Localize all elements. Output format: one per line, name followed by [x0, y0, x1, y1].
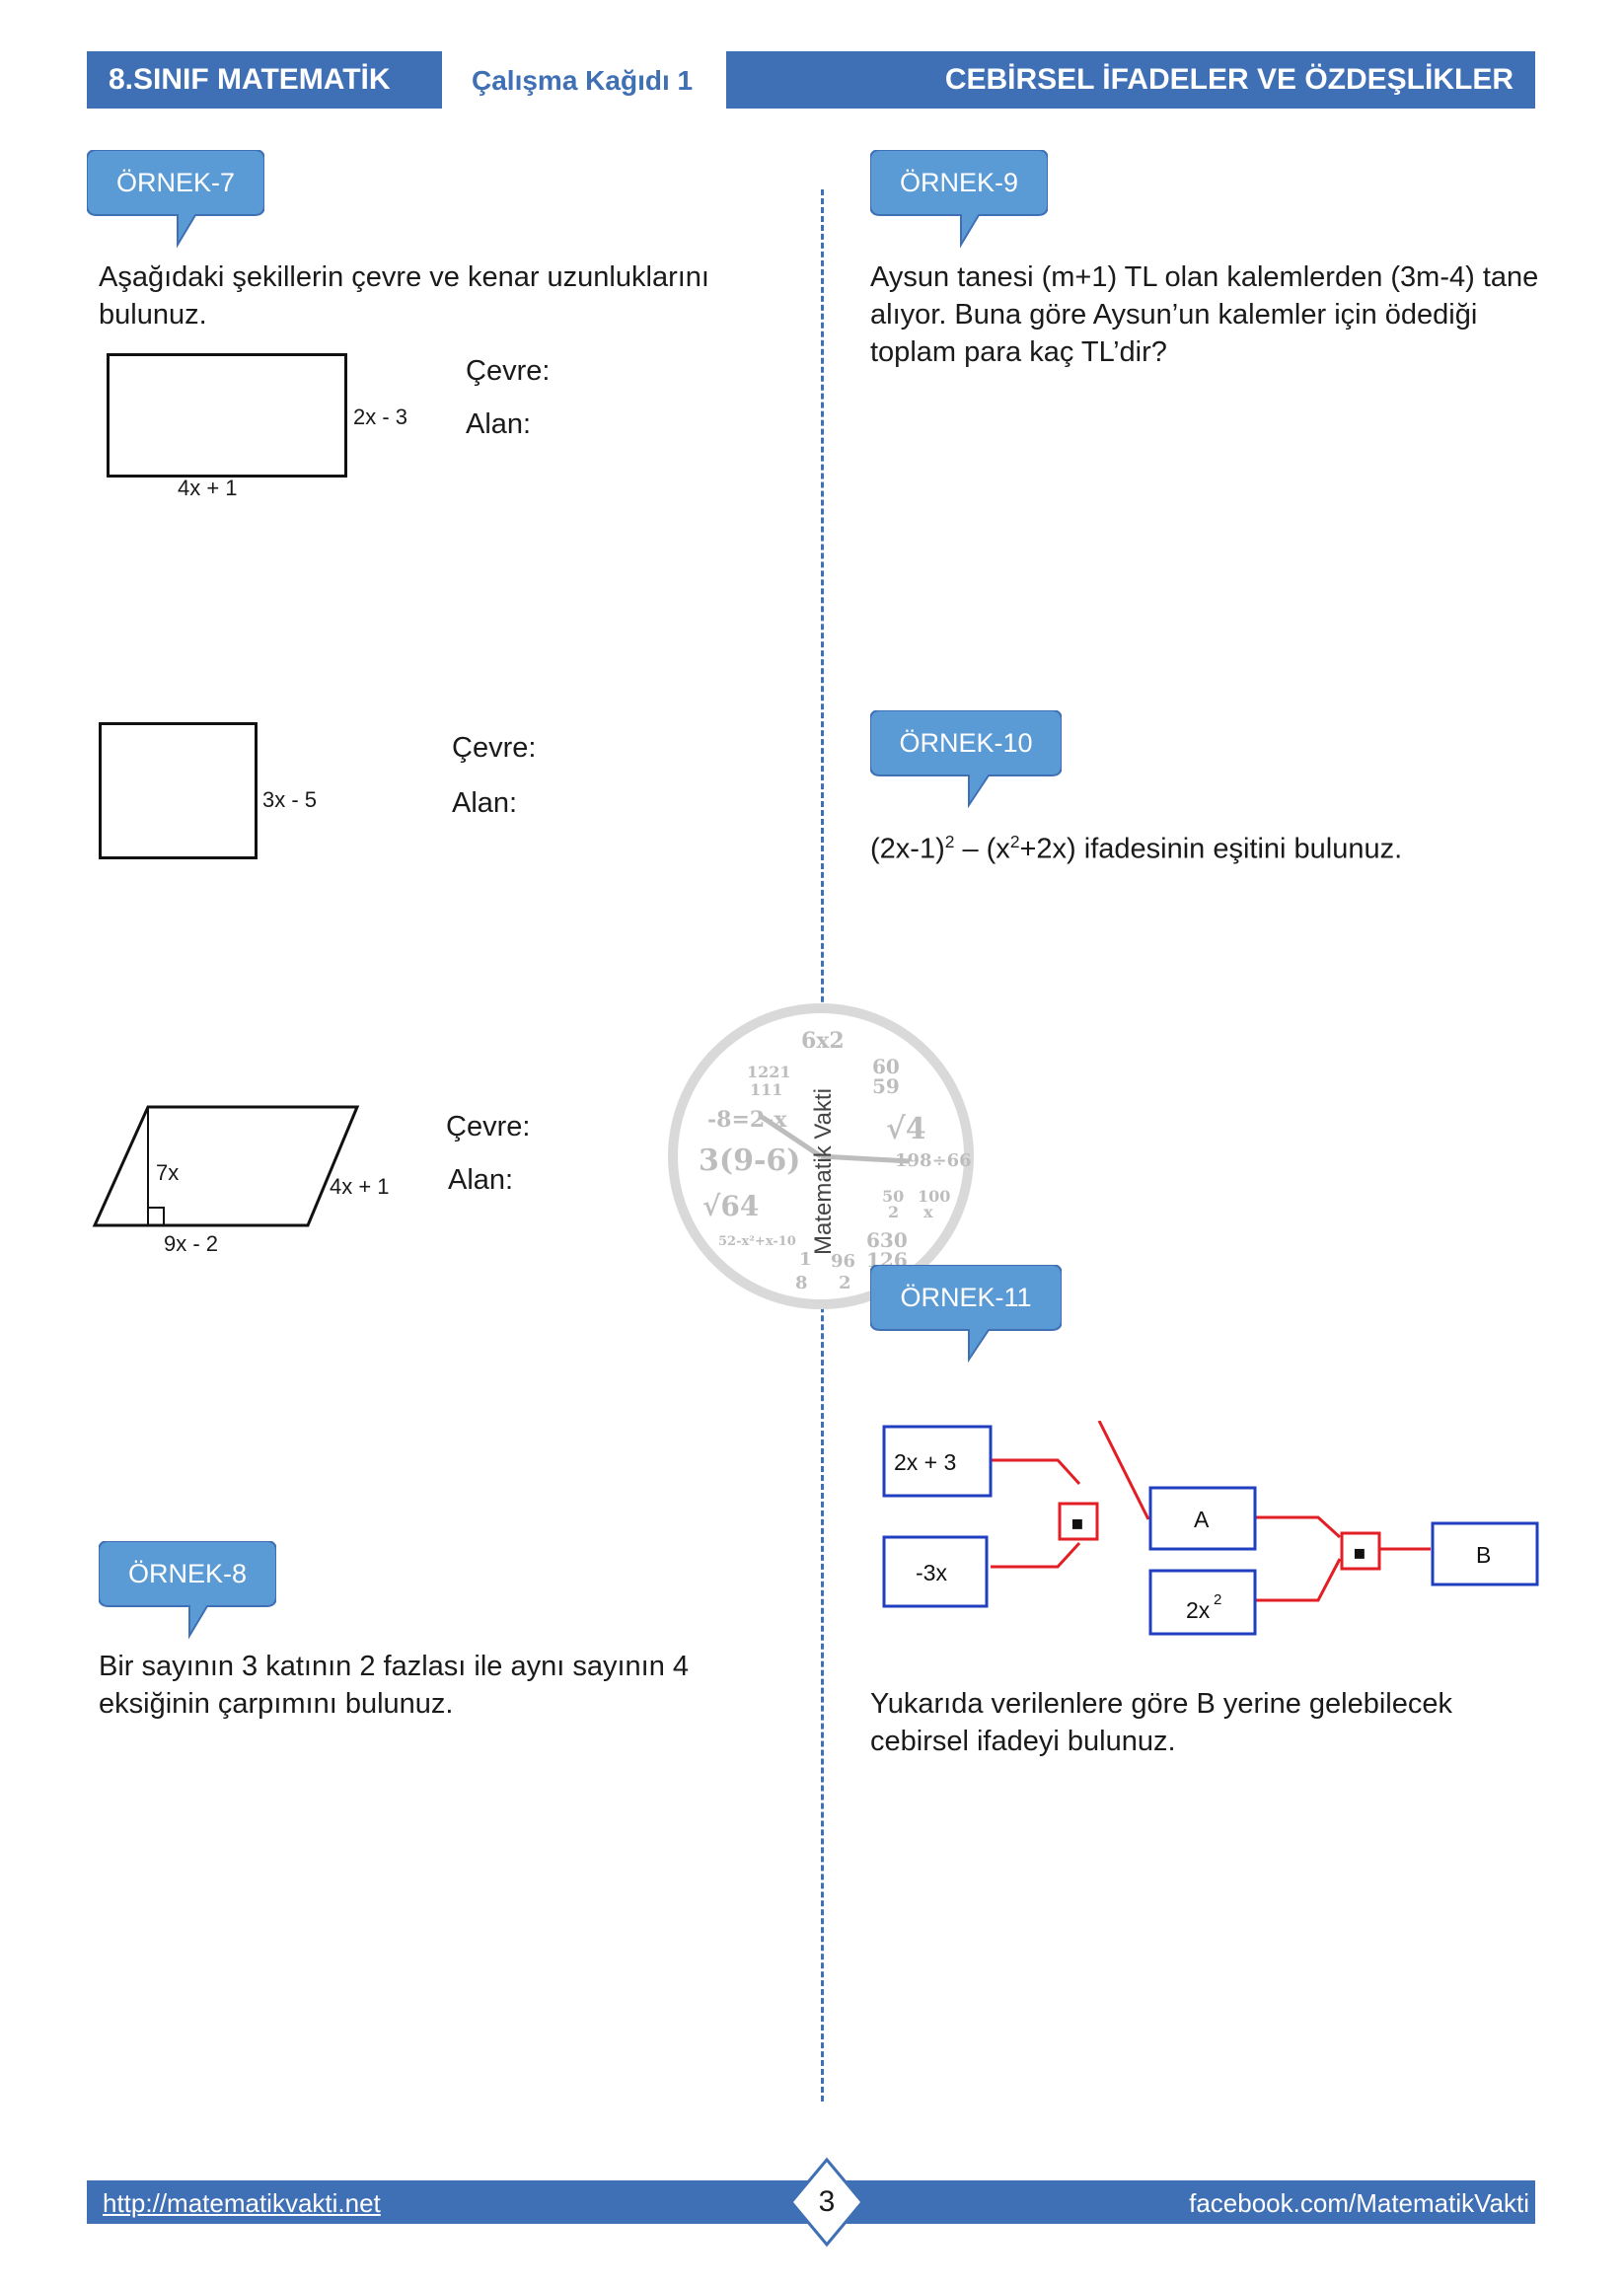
example-8-question: Bir sayının 3 katının 2 fazlası ile aynı…: [99, 1651, 690, 1720]
watermark-logo: 6x2 1221 111 60 59 -8=2-x √4 3(9-6) 198÷…: [668, 1003, 974, 1309]
wm-2: 1221: [747, 1063, 791, 1081]
wm-4: 60: [872, 1055, 900, 1078]
expr-box-minus-3x: [882, 1535, 989, 1608]
square-area-label: Alan:: [452, 787, 518, 819]
parallelogram-side-label: 4x + 1: [330, 1174, 390, 1199]
diagram-connectors: [991, 1421, 1431, 1602]
example-8-badge: ÖRNEK-8: [99, 1541, 276, 1640]
example-9-badge: ÖRNEK-9: [870, 150, 1048, 249]
multiply-op-box-1: [1058, 1502, 1099, 1541]
parallelogram-shape: [92, 1105, 360, 1227]
parallelogram-area-label: Alan:: [448, 1164, 514, 1196]
rectangle-width-label: 4x + 1: [178, 476, 238, 500]
square-side-label: 3x - 5: [262, 787, 318, 812]
expr-box-A: [1148, 1486, 1257, 1551]
wm-9: 198÷66: [895, 1150, 972, 1171]
example-9-question: Aysun tanesi (m+1) TL olan kalemlerden (…: [870, 261, 1539, 368]
parallelogram-perimeter-label: Çevre:: [446, 1111, 531, 1142]
footer-facebook-link[interactable]: facebook.com/MatematikVakti: [1189, 2188, 1529, 2218]
wm-15: 52-x²+x-10: [718, 1234, 796, 1249]
box-minus-3x-text: -3x: [916, 1560, 947, 1585]
ex10-part2: – (x: [954, 833, 1010, 865]
example-9-title: ÖRNEK-9: [899, 168, 1019, 197]
ex10-part3: +2x) ifadesinin eşitini bulunuz.: [1019, 833, 1403, 865]
page-number-diamond: [789, 2157, 864, 2248]
box-A-text: A: [1194, 1507, 1210, 1532]
speech-bubble-icon: [87, 150, 264, 249]
ex10-part1: (2x-1): [870, 833, 945, 865]
rectangle-shape: [107, 353, 347, 478]
rectangle-height-label: 2x - 3: [353, 405, 408, 429]
example-7-title: ÖRNEK-7: [115, 168, 236, 197]
wm-16: 1: [799, 1249, 812, 1270]
example-7-badge: ÖRNEK-7: [87, 150, 264, 249]
footer-website-link[interactable]: http://matematikvakti.net: [103, 2188, 381, 2218]
wm-3: 111: [750, 1080, 782, 1099]
box-2x-text: 2x: [1186, 1597, 1211, 1623]
watermark-brand: Matematik Vakti: [810, 1088, 837, 1255]
wm-17: 8: [795, 1273, 808, 1293]
square-perimeter-label: Çevre:: [452, 732, 537, 764]
wm-8: 3(9-6): [699, 1143, 800, 1178]
wm-5: 59: [872, 1074, 900, 1098]
box-2x-plus-3-text: 2x + 3: [894, 1449, 956, 1475]
example-10-question: (2x-1)2 – (x2+2x) ifadesinin eşitini bul…: [870, 823, 1561, 868]
header-worksheet-title: Çalışma Kağıdı 1: [472, 65, 694, 96]
multiply-op-2-symbol: ▪: [1353, 1540, 1366, 1564]
header-subject: 8.SINIF MATEMATİK: [87, 51, 442, 109]
ex10-exp1: 2: [944, 832, 955, 851]
wm-1: 6x2: [801, 1028, 845, 1054]
square-shape: [99, 722, 258, 859]
parallelogram-height-label: 7x: [156, 1160, 180, 1185]
box-2x-exp-text: 2: [1214, 1591, 1221, 1608]
wm-19: 2: [839, 1273, 851, 1293]
wm-20: 630: [866, 1228, 908, 1252]
parallelogram-base-label: 9x - 2: [164, 1231, 219, 1256]
example-11-title: ÖRNEK-11: [900, 1283, 1032, 1312]
example-10-badge: ÖRNEK-10: [870, 710, 1062, 809]
wm-10: √64: [702, 1190, 759, 1222]
box-B-text: B: [1476, 1542, 1491, 1568]
speech-bubble-icon: [99, 1541, 276, 1640]
operation-diagram: 2x + 3 -3x A 2x 2 B ▪ ▪: [882, 1421, 1539, 1636]
page-number: 3: [818, 2185, 836, 2218]
wm-11: 50: [882, 1187, 904, 1206]
expr-box-2x-squared: [1148, 1569, 1257, 1636]
wm-18: 96: [831, 1251, 855, 1272]
speech-bubble-icon: [870, 1265, 1062, 1364]
example-11-badge: ÖRNEK-11: [870, 1265, 1062, 1364]
expr-box-B: [1431, 1521, 1539, 1586]
multiply-op-box-2: [1340, 1531, 1381, 1571]
speech-bubble-icon: [870, 710, 1062, 809]
multiply-op-1-symbol: ▪: [1070, 1511, 1084, 1534]
example-7-question: Aşağıdaki şekillerin çevre ve kenar uzun…: [99, 261, 709, 331]
example-11-question: Yukarıda verilenlere göre B yerine geleb…: [870, 1688, 1453, 1757]
wm-6: -8=2-x: [707, 1107, 787, 1133]
rectangle-area-label: Alan:: [466, 408, 532, 440]
rectangle-perimeter-label: Çevre:: [466, 355, 551, 387]
speech-bubble-icon: [870, 150, 1048, 249]
expr-box-2x-plus-3: [882, 1425, 993, 1498]
wm-13: 100: [918, 1187, 950, 1206]
header-topic: CEBİRSEL İFADELER VE ÖZDEŞLİKLER: [726, 51, 1535, 109]
example-10-title: ÖRNEK-10: [899, 728, 1033, 758]
example-8-title: ÖRNEK-8: [127, 1559, 248, 1588]
wm-12: 2: [888, 1203, 899, 1221]
wm-14: x: [923, 1203, 933, 1221]
ex10-exp2: 2: [1009, 832, 1020, 851]
wm-7: √4: [886, 1112, 926, 1146]
